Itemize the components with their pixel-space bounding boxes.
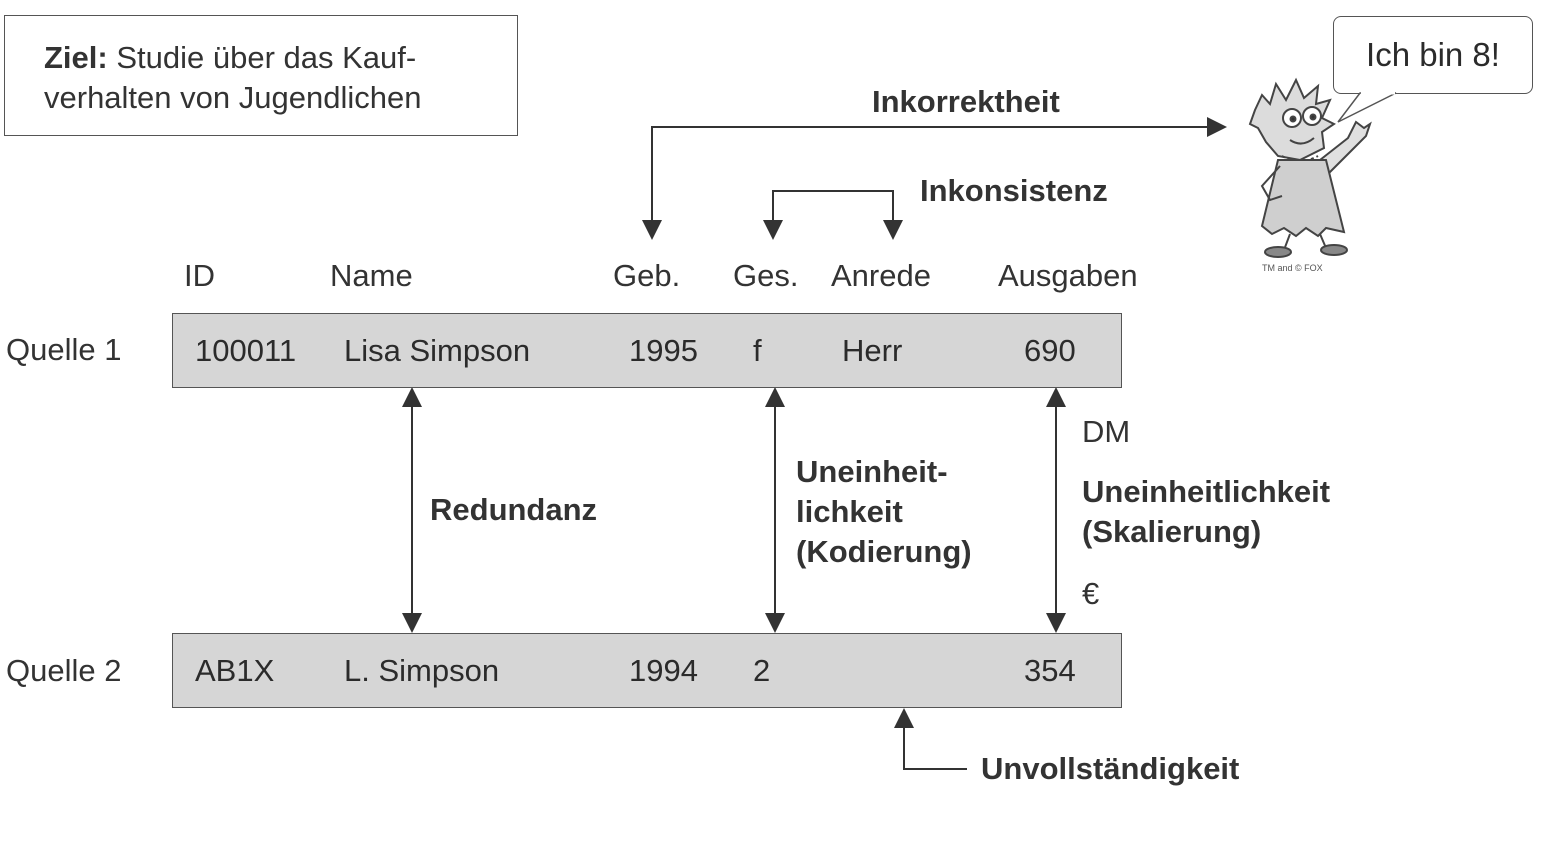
source-2-ges: 2	[735, 633, 814, 708]
goal-line-2: verhalten von Jugendlichen	[44, 80, 422, 115]
label-unvollstaendigkeit: Unvollständigkeit	[981, 751, 1240, 786]
inkorrektheit-arrow	[642, 117, 1227, 240]
header-name: Name	[330, 258, 413, 293]
inkonsistenz-arrow	[763, 190, 903, 240]
goal-text: Ziel: Studie über das Kauf- verhalten vo…	[44, 38, 421, 118]
source-1-ges: f	[735, 313, 814, 388]
source-1-name: Lisa Simpson	[320, 313, 600, 388]
skalierung-line-1: Uneinheitlichkeit	[1082, 474, 1331, 509]
unit-dm: DM	[1082, 414, 1131, 449]
kodierung-line-2: lichkeit	[796, 494, 903, 529]
header-geb: Geb.	[613, 258, 681, 293]
goal-box	[4, 15, 518, 136]
source-2-anrede	[813, 633, 989, 708]
source-1-anrede: Herr	[813, 313, 989, 388]
lisa-simpson-icon	[1248, 77, 1372, 258]
source-2-ausgaben: 354	[988, 633, 1122, 708]
label-uneinheitlichkeit-skalierung: Uneinheitlichkeit (Skalierung)	[1082, 472, 1330, 552]
label-inkonsistenz: Inkonsistenz	[920, 173, 1108, 208]
source-1-geb: 1995	[599, 313, 736, 388]
source-1-id: 100011	[172, 313, 321, 388]
goal-label: Ziel:	[44, 40, 108, 75]
header-ges: Ges.	[733, 258, 799, 293]
character-copyright: TM and © FOX	[1262, 263, 1323, 273]
source-1-ausgaben: 690	[988, 313, 1122, 388]
row-label-source-1: Quelle 1	[6, 332, 122, 367]
kodierung-line-3: (Kodierung)	[796, 534, 972, 569]
speech-bubble-tail	[1337, 92, 1397, 123]
unit-euro: €	[1082, 576, 1100, 611]
label-inkorrektheit: Inkorrektheit	[872, 84, 1060, 119]
label-uneinheitlichkeit-kodierung: Uneinheit- lichkeit (Kodierung)	[796, 452, 972, 572]
label-redundanz: Redundanz	[430, 492, 598, 527]
speech-bubble: Ich bin 8!	[1333, 16, 1533, 94]
header-anrede: Anrede	[831, 258, 931, 293]
unvollstaendigkeit-arrow	[894, 708, 967, 770]
goal-line-1: Studie über das Kauf-	[116, 40, 417, 75]
row-label-source-2: Quelle 2	[6, 653, 122, 688]
source-2-geb: 1994	[599, 633, 736, 708]
skalierung-line-2: (Skalierung)	[1082, 514, 1262, 549]
header-ausgaben: Ausgaben	[998, 258, 1138, 293]
source-2-name: L. Simpson	[320, 633, 600, 708]
kodierung-line-1: Uneinheit-	[796, 454, 948, 489]
source-2-id: AB1X	[172, 633, 321, 708]
header-id: ID	[184, 258, 215, 293]
